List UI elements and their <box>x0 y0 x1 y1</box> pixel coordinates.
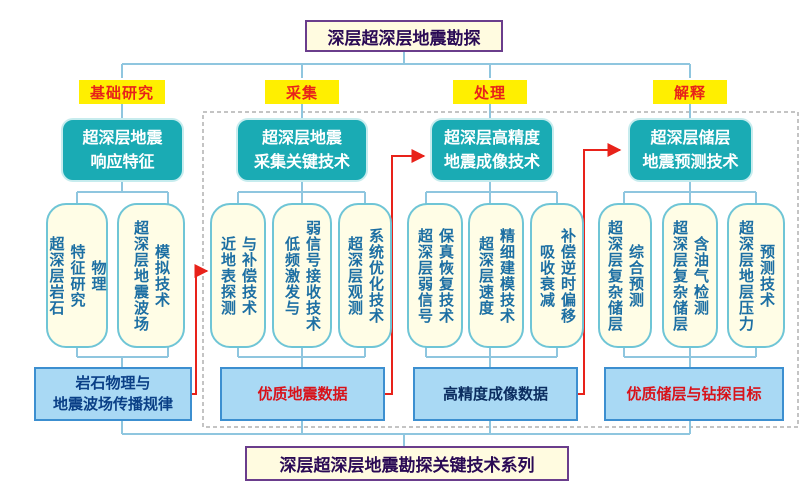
item-weak-signal: 保真恢复技术 超深层弱信号 <box>407 203 463 348</box>
arrow-acquisition-to-processing <box>385 149 426 395</box>
item-low-frequency: 弱信号接收技术 低频激发与 <box>272 203 332 348</box>
item-geometry-optimization: 系统优化技术 超深层观测 <box>338 203 392 348</box>
result-reservoir-targets: 优质储层与钻探目标 <box>604 367 784 421</box>
item-hydrocarbon-detection: 含油气检测 超深层复杂储层 <box>662 203 718 348</box>
item-wavefield-simulation: 模拟技术 超深层地震波场 <box>117 203 185 348</box>
heading-imaging-tech: 超深层高精度 地震成像技术 <box>430 118 554 182</box>
item-pressure-prediction: 预测技术 超深层地层压力 <box>727 203 785 348</box>
diagram-title: 深层超深层地震勘探 <box>305 20 503 52</box>
result-quality-seismic-data: 优质地震数据 <box>220 367 385 421</box>
heading-prediction-tech: 超深层储层 地震预测技术 <box>628 118 753 182</box>
phase-interpretation: 解释 <box>653 80 727 104</box>
bottom-title: 深层超深层地震勘探关键技术系列 <box>245 446 569 481</box>
arrow-processing-to-interpretation <box>577 143 622 395</box>
item-near-surface: 与补偿技术 近地表探测 <box>210 203 266 348</box>
phase-basic-research: 基础研究 <box>79 80 165 104</box>
item-velocity-model: 精细建模技术 超深层速度 <box>468 203 524 348</box>
phase-acquisition: 采集 <box>265 80 339 104</box>
item-rock-physics: 物理 特征研究 超深层岩石 <box>46 203 108 348</box>
item-reservoir-prediction: 综合预测 超深层复杂储层 <box>598 203 652 348</box>
result-rock-physics-law: 岩石物理与 地震波场传播规律 <box>34 367 192 421</box>
heading-acquisition-tech: 超深层地震 采集关键技术 <box>236 118 368 182</box>
heading-response-characteristics: 超深层地震 响应特征 <box>61 118 184 182</box>
result-imaging-data: 高精度成像数据 <box>413 367 578 421</box>
phase-processing: 处理 <box>453 80 527 104</box>
arrow-basic-to-acquisition <box>190 264 209 395</box>
item-rtm: 补偿逆时偏移 吸收衰减 <box>530 203 584 348</box>
